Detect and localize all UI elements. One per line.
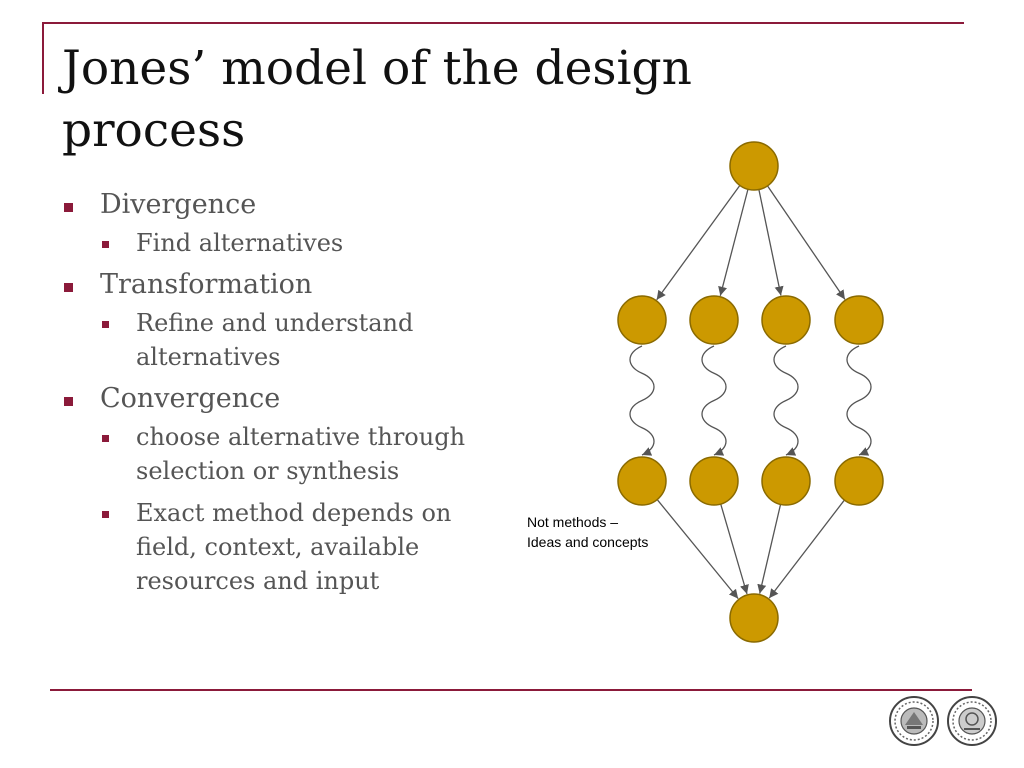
bullet-transformation: Transformation (62, 268, 482, 302)
top-rule (42, 22, 964, 24)
alternative-node-1 (617, 295, 667, 345)
slide-title: Jones’ model of the design process (62, 41, 692, 158)
bottom-rule (50, 689, 972, 691)
left-rule (42, 22, 44, 94)
sub-list-transformation: Refine and understand alternatives (62, 306, 482, 374)
bullet-divergence: Divergence (62, 188, 482, 222)
sub-list-divergence: Find alternatives (62, 226, 482, 260)
edge-converge-3 (757, 504, 782, 594)
edge-transform-1 (629, 345, 655, 456)
result-node (729, 593, 779, 643)
sub-bullet-refine: Refine and understand alternatives (100, 306, 482, 374)
edge-transform-3 (773, 345, 799, 456)
diagram-nodes (617, 141, 884, 643)
transformed-node-4 (834, 456, 884, 506)
note-line-2: Ideas and concepts (527, 534, 649, 550)
edge-diverge-3 (758, 189, 784, 296)
bullet-convergence: Convergence (62, 382, 482, 416)
edge-diverge-2 (718, 189, 749, 296)
diagram-note: Not methods – Ideas and concepts (527, 512, 648, 552)
edge-converge-4 (768, 499, 845, 599)
note-line-1: Not methods – (527, 514, 619, 530)
edge-diverge-1 (656, 185, 741, 301)
faculty-seal-icon (947, 696, 997, 746)
edge-transform-2 (701, 345, 727, 456)
edge-converge-2 (720, 503, 749, 595)
transformed-node-3 (761, 456, 811, 506)
sub-list-convergence: choose alternative through selection or … (62, 420, 482, 598)
start-node (729, 141, 779, 191)
transformed-node-1 (617, 456, 667, 506)
edge-transform-4 (846, 345, 872, 456)
sub-bullet-exact-method: Exact method depends on field, context, … (100, 496, 482, 598)
alternative-node-4 (834, 295, 884, 345)
edge-diverge-4 (766, 185, 846, 300)
edge-converge-1 (656, 499, 739, 600)
transformed-node-2 (689, 456, 739, 506)
sub-bullet-choose: choose alternative through selection or … (100, 420, 482, 488)
sub-bullet-find-alternatives: Find alternatives (100, 226, 482, 260)
alternative-node-3 (761, 295, 811, 345)
university-seal-icon (889, 696, 939, 746)
bullet-list: Divergence Find alternatives Transformat… (62, 186, 482, 606)
diagram-edges (629, 185, 872, 600)
alternative-node-2 (689, 295, 739, 345)
